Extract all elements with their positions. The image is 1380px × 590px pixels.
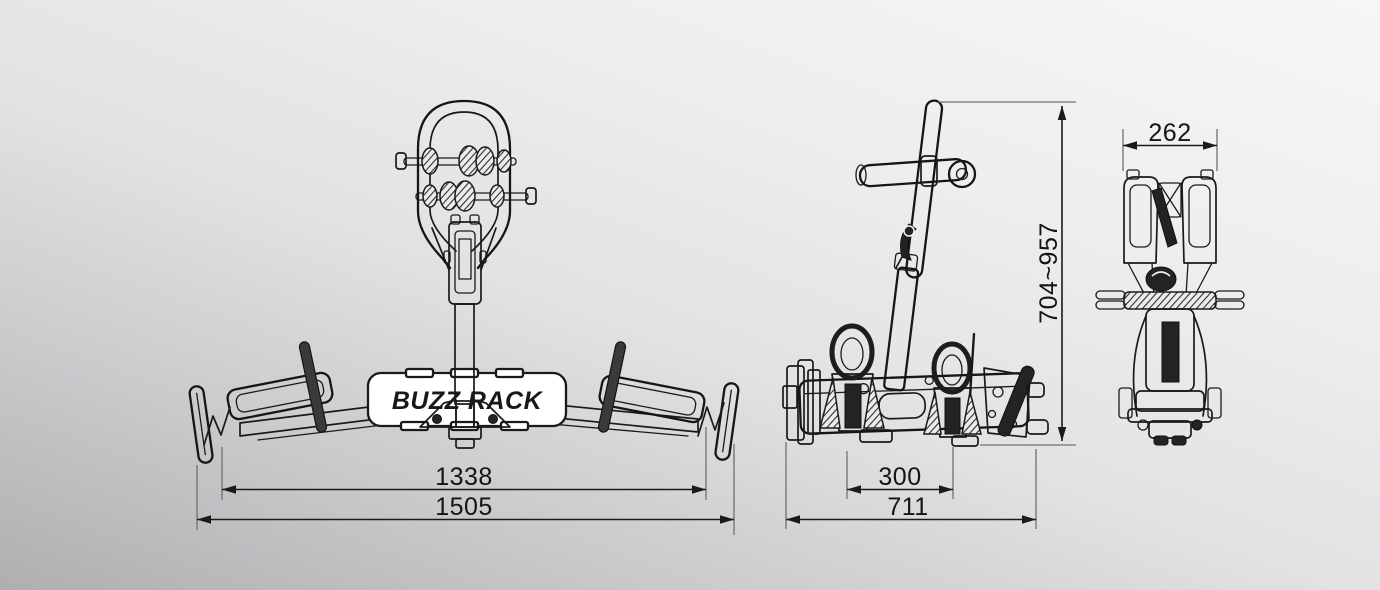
tip-handle-left — [188, 385, 231, 464]
mast-release-lever — [895, 223, 917, 269]
frame-clamp-rod-lower — [415, 180, 537, 212]
dim-front-inner-width: 1338 — [221, 427, 707, 500]
dim-label-300: 300 — [878, 463, 921, 491]
rear-view — [1095, 169, 1245, 446]
front-hinge-block — [443, 214, 487, 305]
dim-label-711: 711 — [887, 493, 928, 521]
rear-prong-right — [1181, 169, 1217, 264]
dim-label-1505: 1505 — [435, 493, 493, 521]
funnel-brace-right — [480, 227, 497, 271]
rear-crossbar — [1095, 290, 1245, 310]
wheel-clamp-front — [819, 323, 885, 432]
front-view: BUZZ RACK — [188, 99, 740, 464]
wheel-tray-left — [226, 371, 334, 421]
support-foot-right — [951, 435, 979, 447]
frame-clamp-rod-upper — [395, 145, 517, 177]
dim-side-height-range: 704~957 — [938, 101, 1076, 446]
center-hub — [419, 399, 511, 449]
dim-label-704-957: 704~957 — [1035, 222, 1063, 324]
rear-base-stack — [1127, 390, 1213, 446]
side-handlebar — [855, 155, 977, 189]
rear-prong-left — [1123, 169, 1159, 264]
dim-rear-folded-width: 262 — [1122, 119, 1218, 171]
dim-label-262: 262 — [1148, 119, 1191, 147]
u-handle-loop — [416, 99, 512, 270]
side-mast — [883, 99, 944, 392]
wheel-clamp-rear — [923, 332, 982, 438]
rear-fin-right — [1207, 387, 1222, 419]
dim-front-overall-width: 1505 — [196, 444, 735, 535]
dim-side-overall-depth: 711 — [785, 442, 1037, 529]
rear-lower-column — [1132, 308, 1208, 417]
dim-label-1338: 1338 — [435, 463, 493, 491]
rear-fin-left — [1118, 387, 1133, 419]
rear-strap-loop — [1145, 266, 1177, 292]
dim-side-tray-spacing: 300 — [846, 447, 954, 499]
side-view — [782, 99, 1049, 447]
tilt-release-assembly — [983, 365, 1049, 438]
brand-plate: BUZZ RACK — [366, 367, 568, 432]
hitch-clamp-stack — [782, 359, 821, 445]
wheel-strap-right — [597, 341, 627, 433]
rear-strut — [1151, 187, 1178, 248]
tip-handle-right — [697, 382, 740, 461]
support-foot-left — [859, 429, 893, 443]
wheel-strap-left — [298, 341, 328, 433]
